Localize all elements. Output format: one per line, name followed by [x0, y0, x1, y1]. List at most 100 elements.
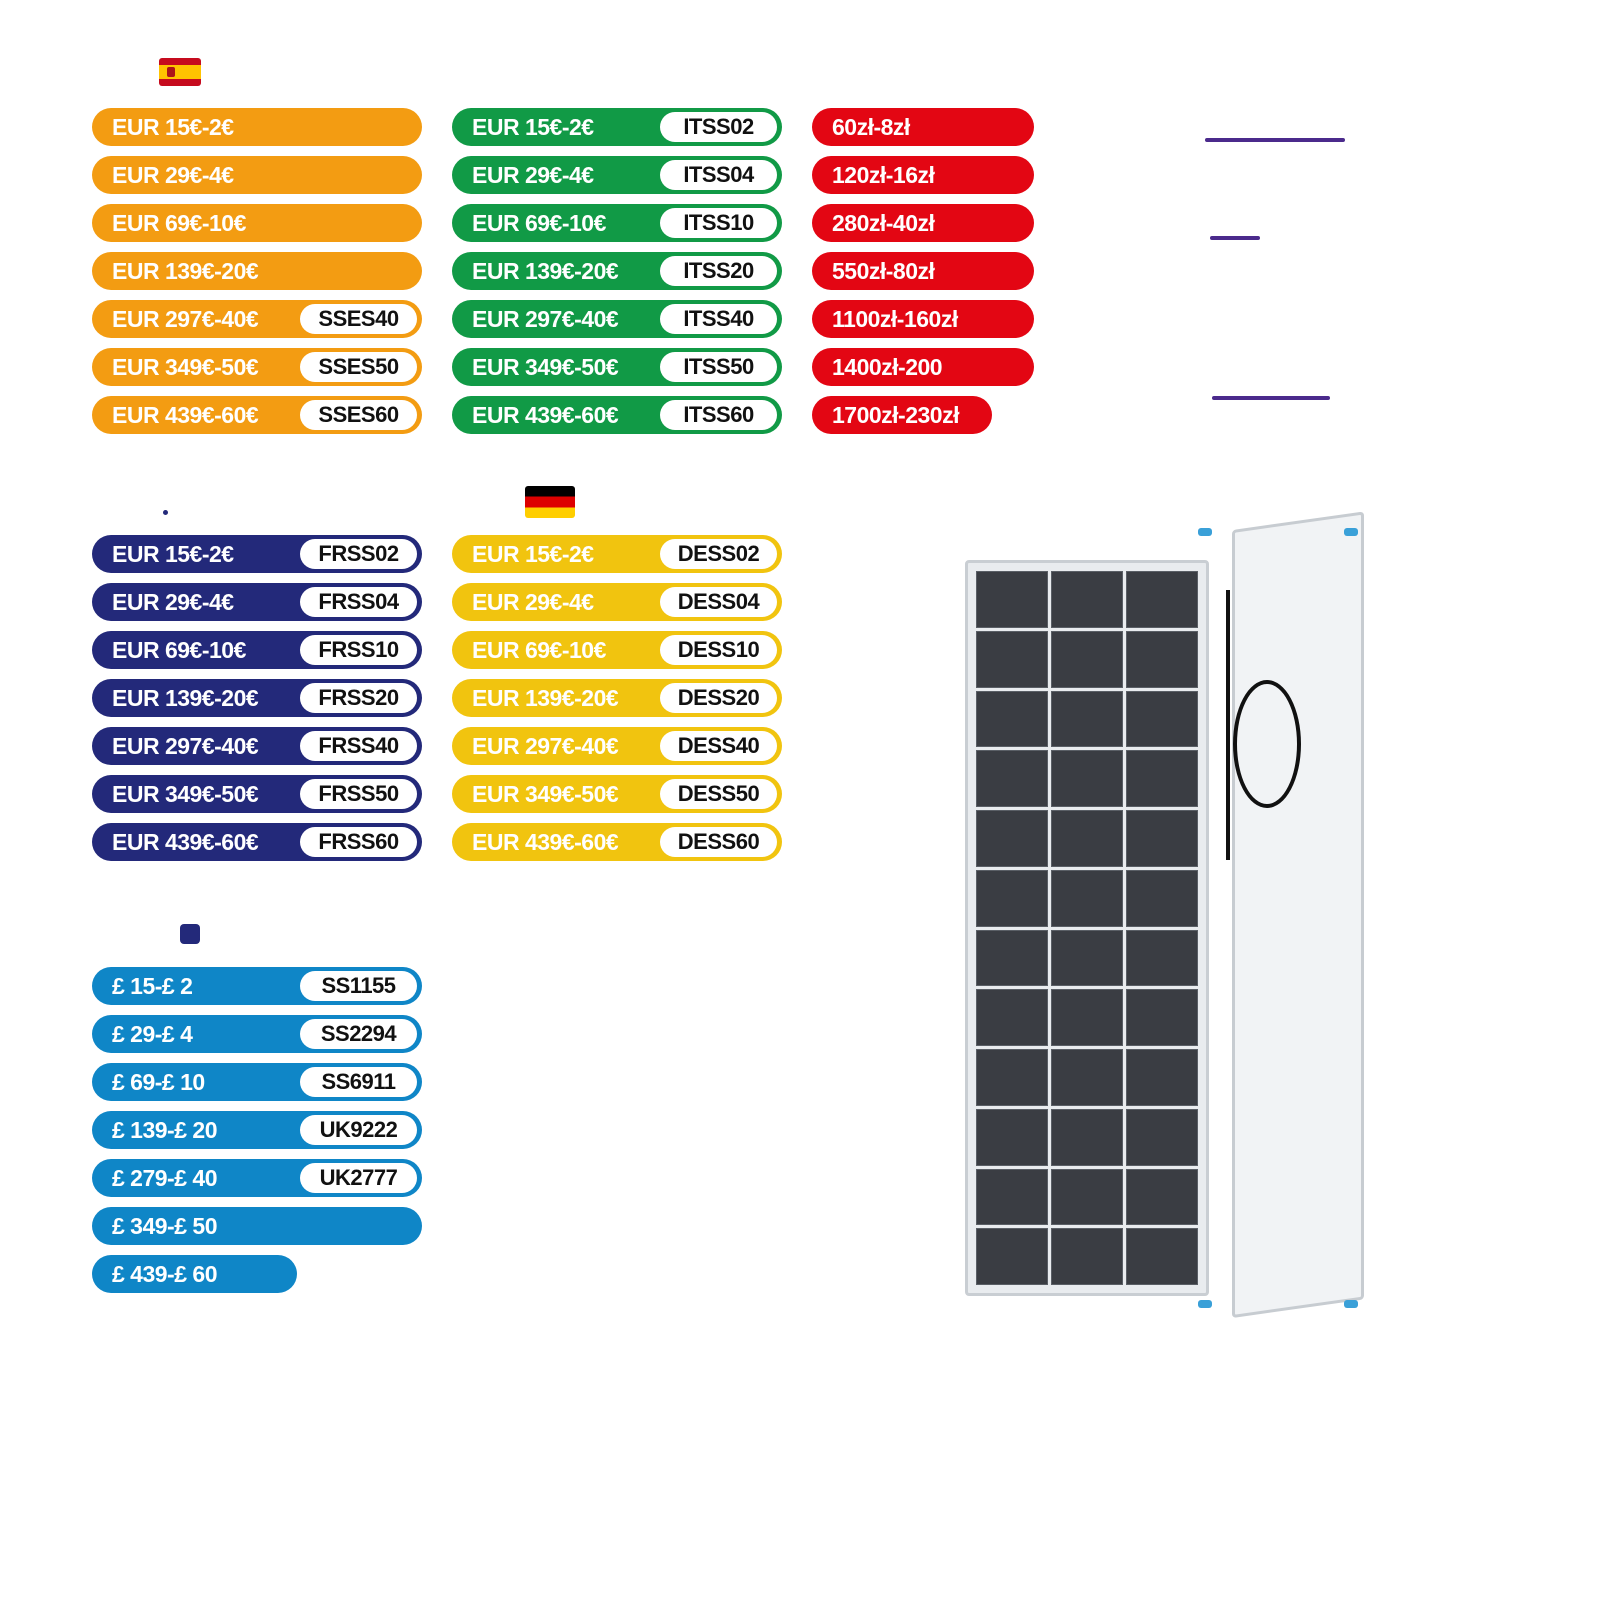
solar-cell [1051, 989, 1123, 1046]
solar-cell [1051, 1168, 1123, 1226]
coupon-code: DESS20 [660, 683, 777, 713]
solar-cell [1126, 1168, 1198, 1226]
coupon-code: FRSS10 [300, 635, 417, 665]
solar-panel-back [1232, 511, 1364, 1318]
coupon-amount: 1100zł-160zł [832, 305, 958, 332]
germany-flag-icon [525, 486, 575, 518]
coupon-row: EUR 29€-4€FRSS04 [92, 583, 422, 621]
uk-flag-fragment-icon [180, 924, 200, 944]
cable-coil [1233, 680, 1301, 808]
coupon-amount: EUR 15€-2€ [112, 113, 234, 140]
coupon-code: DESS04 [660, 587, 777, 617]
coupon-code: SSES50 [300, 352, 417, 382]
coupon-amount: EUR 439€-60€ [472, 401, 619, 428]
solar-cell-grid [976, 571, 1198, 1285]
solar-cell [1051, 630, 1123, 688]
solar-cell [976, 1228, 1048, 1285]
coupon-amount: EUR 349€-50€ [472, 780, 619, 807]
solar-cell [976, 1049, 1048, 1106]
coupon-row: EUR 349€-50€ ITSS50 [452, 348, 782, 386]
coupon-row: 120zł-16zł [812, 156, 1034, 194]
coupon-code: FRSS60 [300, 827, 417, 857]
coupon-code: SSES60 [300, 400, 417, 430]
solar-cell [1051, 1108, 1123, 1166]
coupon-amount: £ 69-£ 10 [112, 1068, 205, 1095]
coupon-row: EUR 139€-20€ DESS20 [452, 679, 782, 717]
solar-cell [1126, 810, 1198, 867]
coupon-amount: EUR 439€-60€ [112, 401, 259, 428]
coupon-amount: EUR 349€-50€ [472, 353, 619, 380]
coupon-code: DESS60 [660, 827, 777, 857]
solar-cell [976, 750, 1048, 807]
coupon-row: EUR 349€-50€FRSS50 [92, 775, 422, 813]
panel-corner-cap [1198, 1300, 1212, 1308]
coupon-code: ITSS50 [660, 352, 777, 382]
solar-cell [1126, 1228, 1198, 1285]
solar-cell [1126, 571, 1198, 628]
coupon-amount: 1400zł-200 [832, 353, 943, 380]
solar-cell [1051, 750, 1123, 807]
coupon-row: EUR 139€-20€ [92, 252, 422, 290]
coupon-row: 1400zł-200 [812, 348, 1034, 386]
solar-cell [1126, 869, 1198, 927]
france-marker-dot [163, 510, 168, 515]
solar-cell [1126, 929, 1198, 987]
coupon-row: £ 439-£ 60 [92, 1255, 297, 1293]
coupon-code: ITSS20 [660, 256, 777, 286]
coupon-row: £ 29-£ 4 SS2294 [92, 1015, 422, 1053]
solar-cell [1051, 1228, 1123, 1285]
coupon-amount: EUR 139€-20€ [112, 684, 259, 711]
coupon-row: EUR 297€-40€DESS40 [452, 727, 782, 765]
france-coupon-list: EUR 15€-2€FRSS02 EUR 29€-4€FRSS04 EUR 69… [92, 535, 422, 871]
panel-corner-cap [1198, 528, 1212, 536]
coupon-row: EUR 15€-2€DESS02 [452, 535, 782, 573]
solar-cell [1051, 810, 1123, 867]
coupon-amount: EUR 297€-40€ [112, 732, 259, 759]
solar-cell [1051, 1049, 1123, 1106]
coupon-code: FRSS50 [300, 779, 417, 809]
solar-cell [976, 929, 1048, 987]
coupon-row: EUR 439€-60€ DESS60 [452, 823, 782, 861]
coupon-row: EUR 139€-20€ITSS20 [452, 252, 782, 290]
solar-cell [976, 571, 1048, 628]
coupon-code: FRSS20 [300, 683, 417, 713]
coupon-row: 550zł-80zł [812, 252, 1034, 290]
coupon-row: EUR 69€-10€ FRSS10 [92, 631, 422, 669]
coupon-amount: 120zł-16zł [832, 161, 935, 188]
solar-cell [976, 810, 1048, 867]
solar-panel-front [965, 560, 1209, 1296]
coupon-amount: £ 29-£ 4 [112, 1020, 193, 1047]
coupon-code: UK9222 [300, 1115, 417, 1145]
cable-lead [1226, 590, 1230, 860]
solar-cell [976, 869, 1048, 927]
coupon-amount: EUR 349€-50€ [112, 353, 259, 380]
coupon-amount: £ 439-£ 60 [112, 1260, 217, 1287]
solar-cell [1126, 989, 1198, 1046]
coupon-code: SS6911 [300, 1067, 417, 1097]
coupon-amount: EUR 139€-20€ [472, 684, 619, 711]
spain-flag-icon [159, 58, 201, 86]
coupon-row: EUR 349€-50€ SSES50 [92, 348, 422, 386]
coupon-row: 1700zł-230zł [812, 396, 992, 434]
coupon-row: EUR 349€-50€ DESS50 [452, 775, 782, 813]
coupon-amount: EUR 69€-10€ [112, 209, 246, 236]
coupon-amount: EUR 297€-40€ [472, 305, 619, 332]
coupon-code: UK2777 [300, 1163, 417, 1193]
solar-cell [976, 1108, 1048, 1166]
coupon-code: ITSS40 [660, 304, 777, 334]
coupon-code: SS2294 [300, 1019, 417, 1049]
coupon-amount: EUR 439€-60€ [112, 828, 259, 855]
coupon-amount: £ 139-£ 20 [112, 1116, 217, 1143]
coupon-row: EUR 297€-40€SSES40 [92, 300, 422, 338]
coupon-amount: 550zł-80zł [832, 257, 935, 284]
coupon-row: £ 69-£ 10 SS6911 [92, 1063, 422, 1101]
coupon-amount: EUR 69€-10€ [472, 636, 606, 663]
coupon-amount: EUR 29€-4€ [112, 161, 234, 188]
coupon-row: EUR 439€-60€ITSS60 [452, 396, 782, 434]
coupon-amount: EUR 439€-60€ [472, 828, 619, 855]
coupon-row: EUR 69€-10€ITSS10 [452, 204, 782, 242]
coupon-amount: EUR 29€-4€ [472, 588, 594, 615]
coupon-amount: EUR 69€-10€ [112, 636, 246, 663]
coupon-amount: EUR 15€-2€ [472, 540, 594, 567]
coupon-code: DESS50 [660, 779, 777, 809]
